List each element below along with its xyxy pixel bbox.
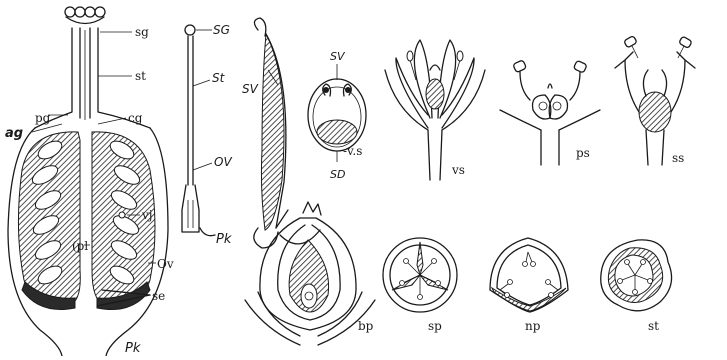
label-b-ov: OV (214, 155, 232, 169)
label-bp: bp (358, 319, 374, 333)
flower-ps: ps (500, 60, 600, 165)
label-sp: sp (428, 319, 442, 333)
ovary-sp: sp (383, 238, 457, 333)
label-ss: ss (672, 151, 684, 165)
flower-vs: vs (385, 40, 485, 180)
label-sg: sg (135, 25, 149, 39)
figure-a-stigma (65, 7, 105, 24)
label-ov: Ov (157, 257, 174, 271)
label-b-sv: SV (242, 82, 259, 96)
label-c-sv: SV (330, 50, 346, 63)
label-ag: ag (5, 126, 23, 141)
label-se: se (152, 289, 165, 303)
flower-ss: ss (615, 36, 695, 165)
figure-a-pistil-section: sg st pg ag cg vj (pl Ov se Pk (5, 7, 174, 356)
label-pg: pg (35, 111, 51, 125)
label-st: st (135, 69, 146, 83)
label-cg: cg (128, 111, 143, 125)
label-pk: Pk (125, 341, 141, 356)
label-c-sd: SD (330, 168, 345, 181)
figure-b-curved-ovary: SV (242, 18, 320, 248)
label-b-pk: Pk (216, 232, 232, 247)
label-b-st: St (212, 71, 226, 85)
ovary-st: st (601, 240, 672, 333)
label-vj: vj (141, 208, 153, 222)
label-c-vs: -v.s (343, 144, 362, 158)
figure-b-slender-pistil: SG St OV Pk (182, 23, 232, 247)
label-vs: vs (451, 163, 465, 177)
figure-c-ovary-cross-section: SV SD -v.s (308, 50, 366, 181)
label-st-ovary: st (648, 319, 659, 333)
label-np: np (525, 319, 541, 333)
label-pl: (pl (72, 239, 88, 253)
label-ps: ps (576, 146, 590, 160)
label-b-sg: SG (213, 23, 230, 37)
ovary-np: np (490, 238, 568, 333)
